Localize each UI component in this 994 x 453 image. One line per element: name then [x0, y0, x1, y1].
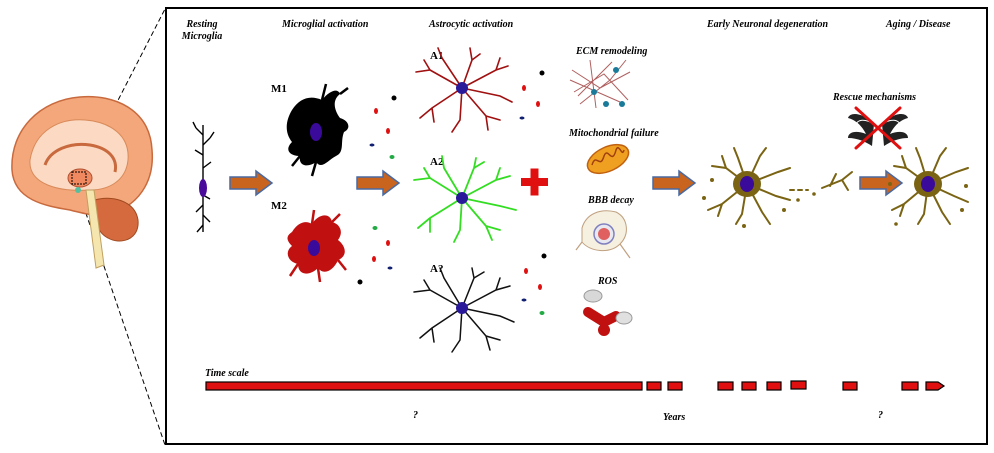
- m1-dot: [369, 143, 375, 147]
- a-unknown-dot: [538, 284, 542, 290]
- ros-label: ROS: [598, 276, 618, 287]
- a1-astrocyte-cell: [415, 47, 513, 133]
- a1-dot: [519, 116, 525, 120]
- stage-resting-label: Resting Microglia: [181, 19, 223, 42]
- m1-dot: [389, 155, 395, 159]
- arrow-degeneration-to-aging: [859, 170, 903, 196]
- zoom-box: [71, 171, 87, 185]
- m1-label: M1: [271, 83, 287, 95]
- rescue-label: Rescue mechanisms: [833, 92, 917, 103]
- bbb-label: BBB decay: [588, 195, 634, 206]
- m2-label: M2: [271, 200, 287, 212]
- time-bar-segment: [741, 381, 757, 391]
- m1-dot: [391, 95, 397, 101]
- time-bar-segment: [842, 381, 858, 391]
- m2-dot: [386, 240, 390, 246]
- brainstem: [85, 189, 105, 269]
- a2-astrocyte-cell: [413, 155, 517, 243]
- diagram-frame: [165, 7, 988, 445]
- m2-dot: [372, 226, 378, 230]
- hippocampus: [75, 187, 81, 193]
- mitochondria-icon: [586, 143, 630, 175]
- close-icon: [854, 106, 902, 150]
- m2-dot: [387, 266, 393, 270]
- resting-microglia-cell: [192, 121, 215, 233]
- stage-early-degeneration-label: Early Neuronal degeneration: [707, 19, 829, 30]
- time-bar-segment: [901, 381, 919, 391]
- m2-microglia-cell: [287, 209, 347, 283]
- arrow-microglial-to-astrocytic: [356, 170, 400, 196]
- aging-neuron: [888, 147, 969, 226]
- a2-label: A2: [430, 156, 444, 168]
- a1-dot: [539, 70, 545, 76]
- m2-dot: [372, 256, 376, 262]
- degenerating-neuron: [702, 147, 853, 228]
- plus-icon: [521, 168, 548, 196]
- time-bar-segment: [667, 381, 683, 391]
- arrow-factors-to-degeneration: [652, 170, 696, 196]
- a1-dot: [536, 101, 540, 107]
- time-scale-label: Time scale: [205, 368, 249, 379]
- ecm-label: ECM remodeling: [576, 46, 648, 57]
- m1-dot: [386, 128, 390, 134]
- a-unknown-dot: [541, 253, 547, 259]
- m2-dot: [357, 279, 363, 285]
- mito-label: Mitochondrial failure: [569, 128, 659, 139]
- rescue-wings-icon: [848, 114, 908, 146]
- bbb-vessel-icon: [575, 210, 631, 259]
- time-scale-bar: [205, 380, 946, 391]
- stage-astrocytic-label: Astrocytic activation: [429, 19, 514, 30]
- a1-dot: [522, 85, 526, 91]
- time-bar-segment: [646, 381, 662, 391]
- brain-inner: [29, 119, 129, 191]
- time-bar-segment: [790, 380, 807, 390]
- time-bar-segment: [766, 381, 782, 391]
- time-bar-main: [205, 381, 643, 391]
- a-unknown-dot: [539, 311, 545, 315]
- m1-microglia-cell: [286, 83, 349, 177]
- a-unknown-dot: [524, 268, 528, 274]
- time-mark-left: ?: [413, 410, 418, 421]
- a-unknown-label: A?: [430, 263, 444, 275]
- m1-dot: [374, 108, 378, 114]
- a-unknown-dot: [521, 298, 527, 302]
- time-bar-arrowhead: [925, 381, 946, 391]
- time-mark-right: ?: [878, 410, 883, 421]
- time-mark-years: Years: [663, 412, 686, 423]
- arrow-resting-to-microglial: [229, 170, 273, 196]
- ros-molecule-icon: [583, 289, 633, 336]
- stage-microglial-label: Microglial activation: [282, 19, 369, 30]
- corpus-callosum: [43, 142, 118, 173]
- stage-aging-label: Aging / Disease: [886, 19, 951, 30]
- time-bar-segment: [717, 381, 734, 391]
- ecm-network-icon: [569, 59, 631, 109]
- a-unknown-astrocyte-cell: [413, 267, 515, 353]
